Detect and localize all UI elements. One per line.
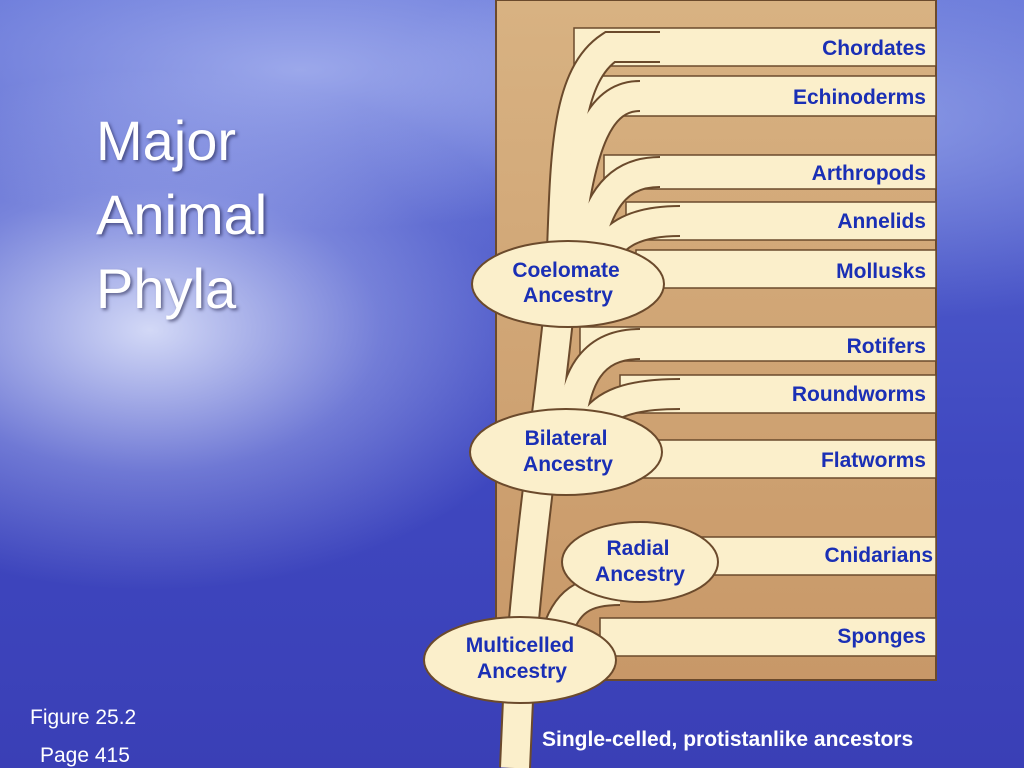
multicelled-node-line-2: Ancestry [477, 660, 567, 683]
phylum-label-mollusks: Mollusks [836, 260, 926, 283]
multicelled-node-line-1: Multicelled [466, 634, 575, 657]
bilateral-node-line-2: Ancestry [523, 453, 613, 476]
figure-label: Figure 25.2 [30, 706, 137, 729]
phylum-label-arthropods: Arthropods [812, 162, 926, 185]
phylum-label-cnidarians: Cnidarians [824, 544, 933, 567]
coelomate-ancestry-node [471, 240, 665, 328]
phylum-labels: Chordates Echinoderms Arthropods Annelid… [792, 37, 933, 648]
branch-echinoderms [554, 82, 641, 252]
slide-title: Major Animal Phyla [96, 104, 267, 326]
phylum-label-sponges: Sponges [837, 625, 926, 648]
phylum-label-flatworms: Flatworms [821, 449, 926, 472]
bilateral-ancestry-node [469, 408, 663, 496]
radial-ancestry-node [561, 521, 719, 603]
single-celled-ancestors-caption: Single-celled, protistanlike ancestors [542, 728, 914, 751]
phylum-label-echinoderms: Echinoderms [793, 86, 926, 109]
phylum-label-chordates: Chordates [822, 37, 926, 60]
coelomate-node-line-2: Ancestry [523, 284, 613, 307]
slide-title-line-2: Animal [96, 183, 268, 246]
ancestry-ovals [423, 240, 719, 704]
radial-node-line-1: Radial [606, 537, 669, 560]
phylum-label-annelids: Annelids [837, 210, 926, 233]
band-flatworms [639, 439, 937, 479]
slide-title-line-1: Major [96, 109, 237, 172]
phylum-label-rotifers: Rotifers [847, 335, 926, 358]
coelomate-node-line-1: Coelomate [512, 259, 619, 282]
slide-title-line-3: Phyla [96, 257, 237, 320]
ancestry-node-labels: Coelomate Ancestry Bilateral Ancestry Ra… [466, 259, 686, 683]
phylum-label-roundworms: Roundworms [792, 383, 926, 406]
radial-node-line-2: Ancestry [595, 563, 685, 586]
bilateral-node-line-1: Bilateral [525, 427, 608, 450]
page-label: Page 415 [40, 744, 130, 767]
band-echinoderms [589, 75, 937, 117]
multicelled-ancestry-node [423, 616, 617, 704]
band-sponges [599, 617, 937, 657]
